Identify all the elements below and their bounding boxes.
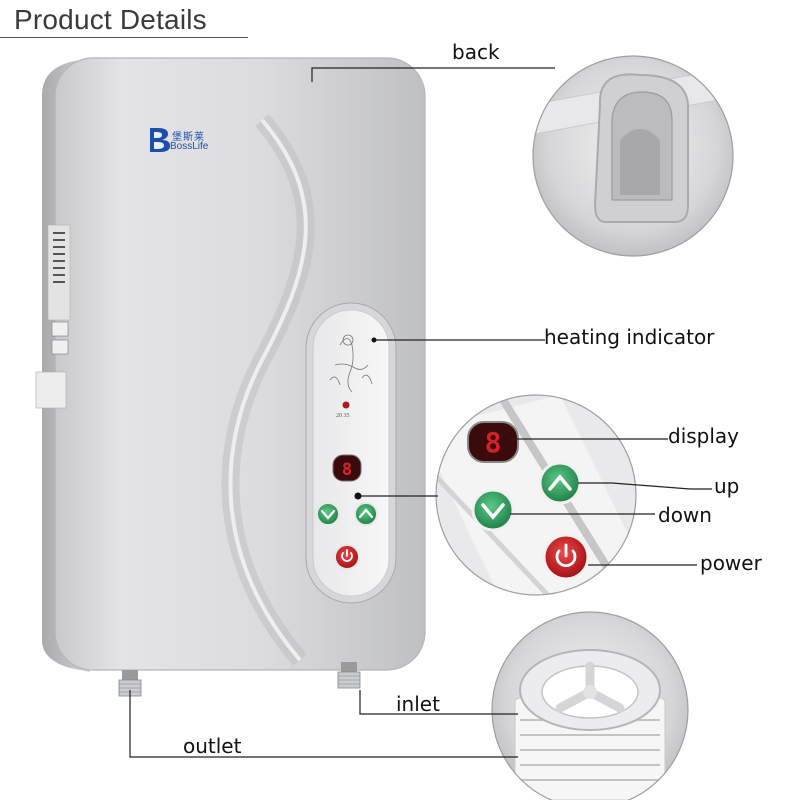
panel-up-button[interactable]	[354, 502, 378, 526]
callout-outlet: outlet	[183, 734, 242, 758]
callout-inlet: inlet	[396, 692, 440, 716]
brand-chinese-name: 堡斯莱	[172, 132, 205, 143]
panel-temperature-scale: 20 35	[336, 413, 350, 419]
callout-display: display	[668, 424, 740, 448]
water-heater: 8	[35, 57, 426, 697]
outlet-pipe	[118, 670, 142, 697]
inlet-pipe	[337, 662, 361, 689]
callout-power: power	[700, 551, 762, 575]
power-icon	[341, 552, 353, 562]
panel-power-button[interactable]	[334, 544, 360, 570]
page-title: Product Details	[14, 4, 207, 35]
callout-down: down	[658, 503, 712, 527]
heating-indicator-figure	[329, 334, 373, 393]
callout-back: back	[452, 40, 500, 64]
panel-display-digit: 8	[342, 460, 352, 480]
up-arrow-icon	[358, 508, 374, 519]
inlet-detail	[491, 611, 689, 800]
callout-heating-indicator: heating indicator	[544, 325, 715, 349]
panel-down-button[interactable]	[316, 502, 340, 526]
heating-indicator-light	[342, 401, 350, 409]
brand-logo	[150, 128, 170, 152]
detail-down-button[interactable]	[471, 488, 515, 532]
leader-lines	[129, 67, 712, 758]
down-arrow-icon	[320, 509, 336, 520]
back-bracket-detail	[532, 55, 734, 257]
detail-up-button[interactable]	[538, 461, 582, 505]
detail-display-digit: 8	[485, 426, 502, 459]
callout-up: up	[714, 474, 740, 498]
control-panel: 8	[305, 302, 397, 604]
brand-latin-name: BossLife	[170, 141, 209, 152]
title-underline	[0, 37, 248, 38]
